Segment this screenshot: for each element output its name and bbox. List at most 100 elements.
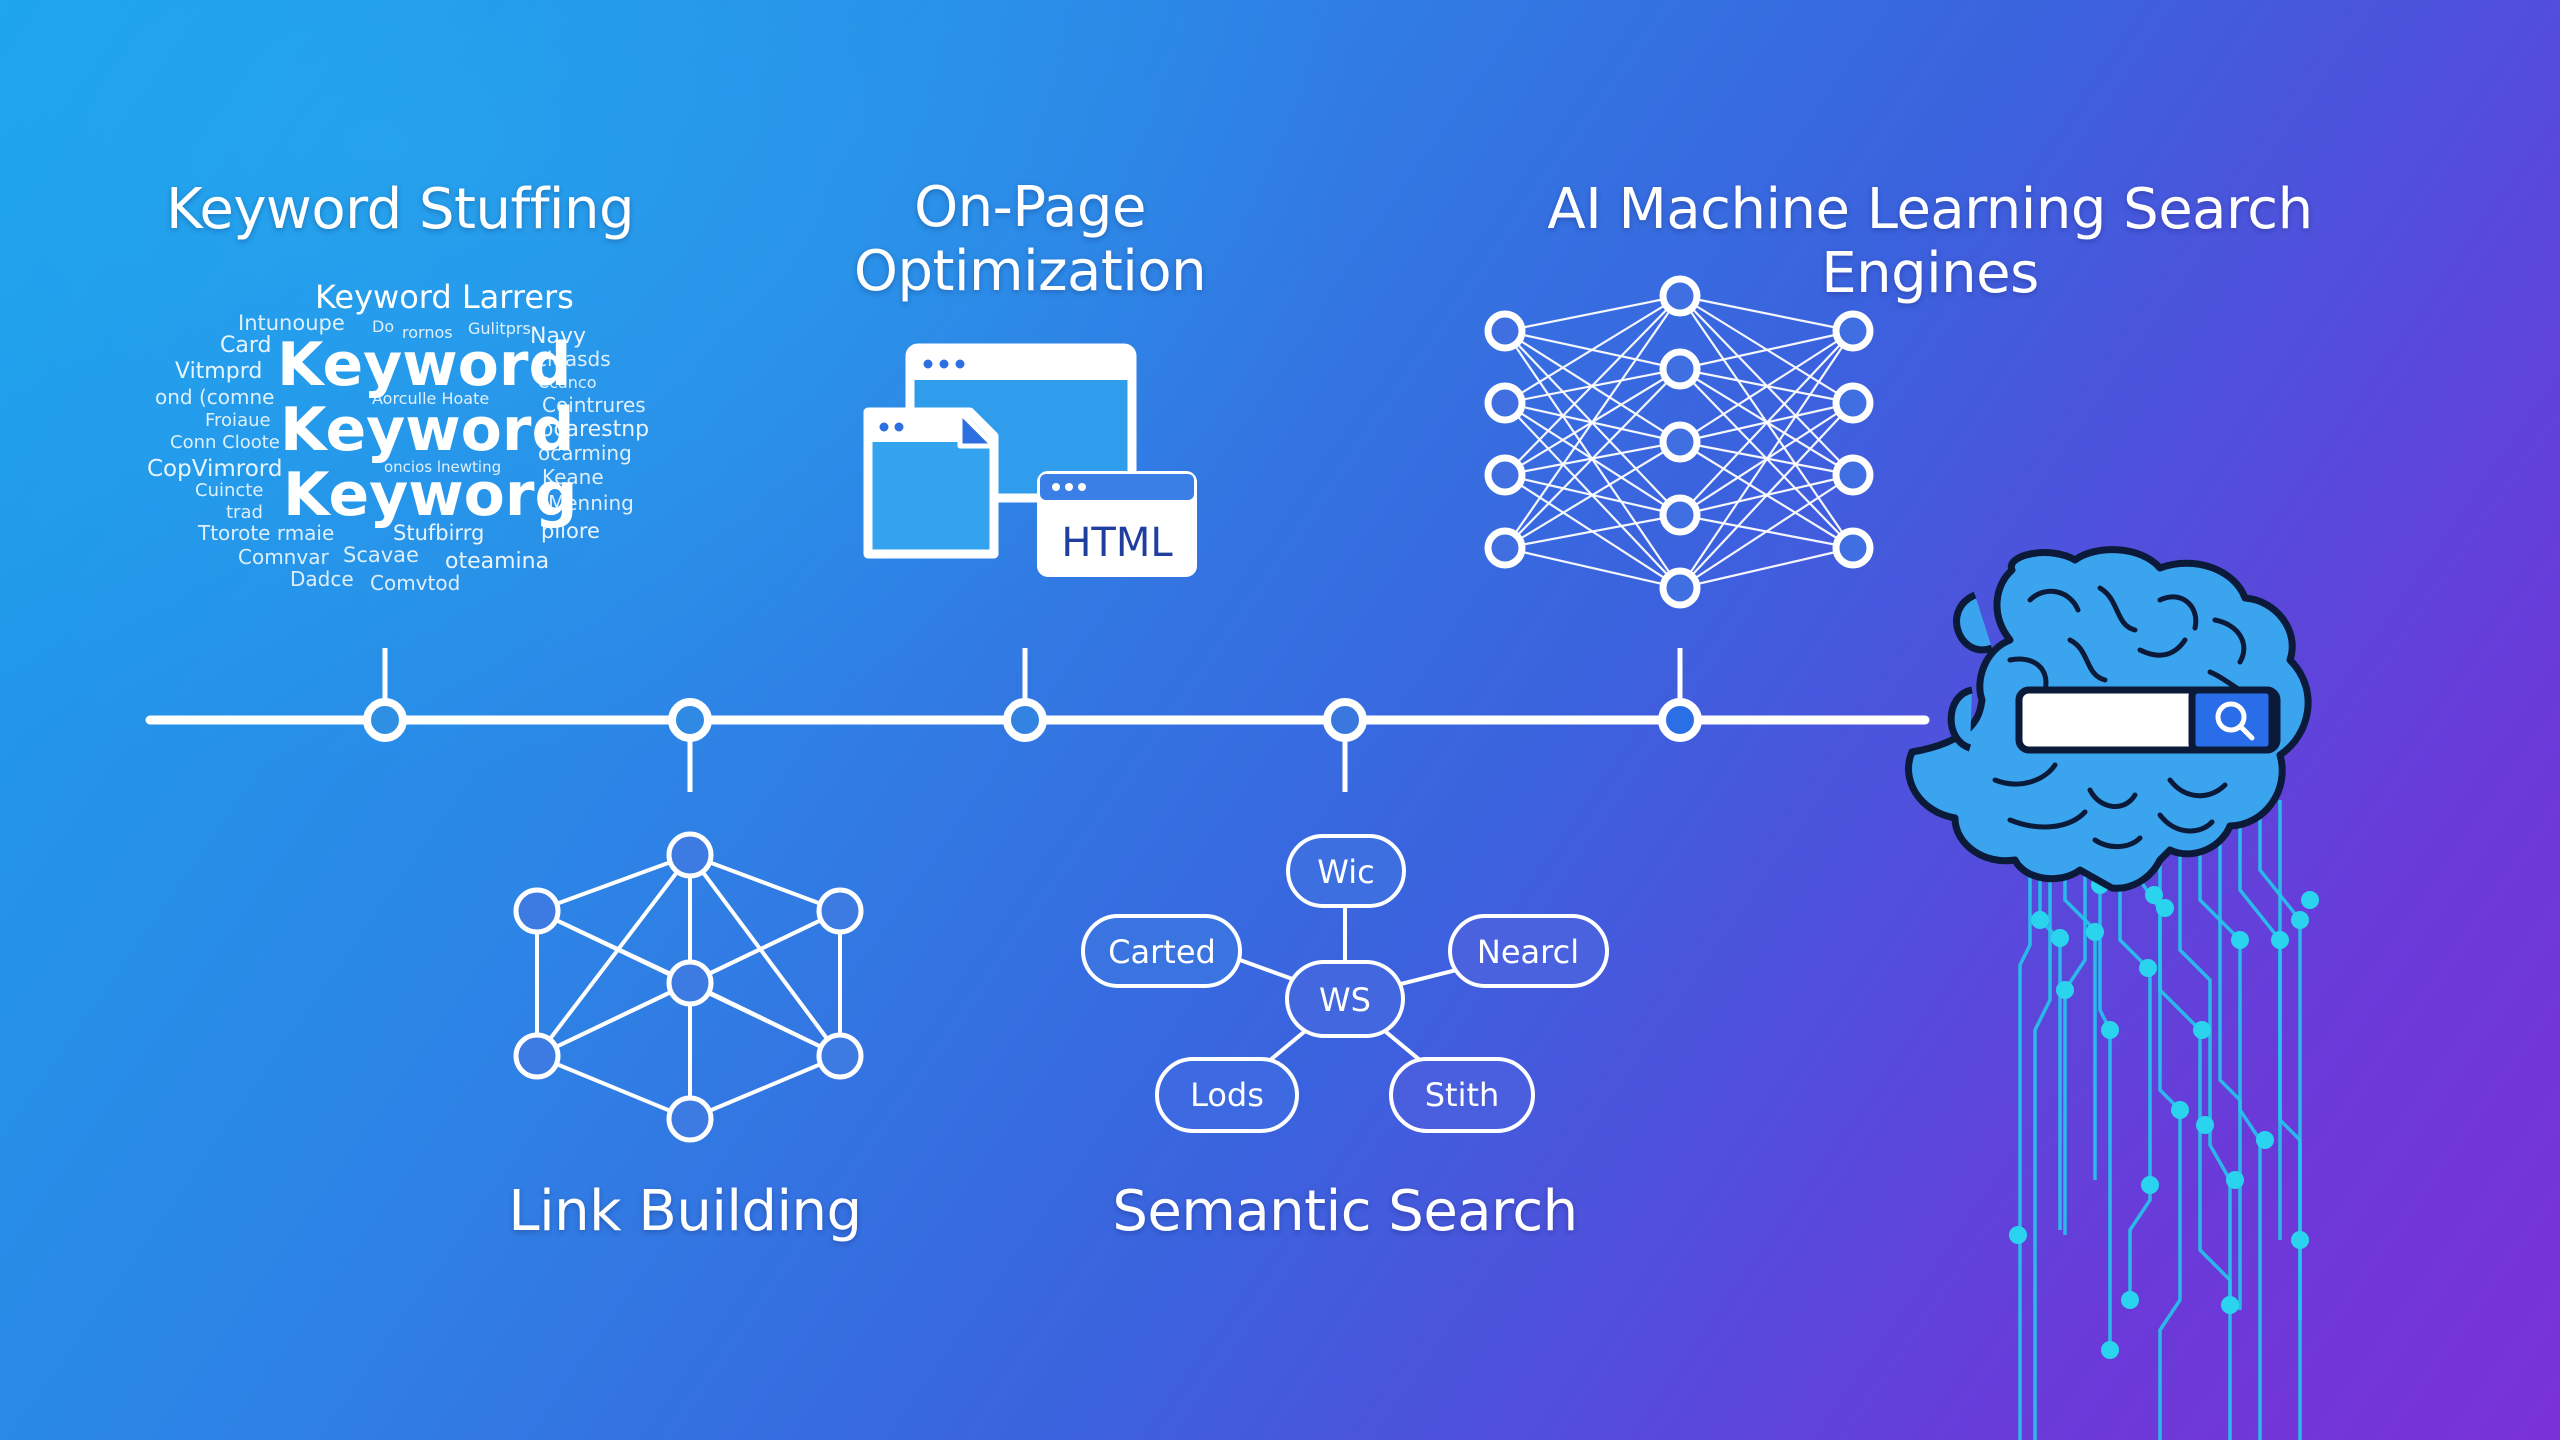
- circuit-node: [2256, 1131, 2274, 1149]
- circuit-node: [2051, 929, 2069, 947]
- circuit-node: [2086, 923, 2104, 941]
- nn-node: [1659, 567, 1701, 609]
- timeline-dot-semantic: [1323, 698, 1367, 742]
- timeline-dot-link: [668, 698, 712, 742]
- cloud-word: Ccanco: [538, 373, 597, 392]
- cloud-big-word: Keyworg: [283, 460, 577, 530]
- semantic-node-bottom-right: Stith: [1425, 1076, 1500, 1114]
- cloud-big-word: Keyword: [280, 395, 574, 465]
- cloud-word: Aorculle Hoate: [372, 389, 489, 408]
- graph-node: [513, 1032, 561, 1080]
- circuit-node: [2231, 931, 2249, 949]
- circuit-node: [2301, 891, 2319, 909]
- timeline-dot-ai: [1658, 698, 1702, 742]
- nn-node: [1659, 494, 1701, 536]
- cloud-word: Do: [372, 317, 394, 336]
- cloud-word: ocarestnp: [540, 417, 649, 442]
- label-keyword-stuffing: Keyword Stuffing: [166, 177, 635, 242]
- label-on-page: On-Page Optimization: [853, 175, 1207, 304]
- circuit-node: [2009, 1226, 2027, 1244]
- nn-node: [1832, 454, 1874, 496]
- cloud-word: Conn Cloote: [170, 432, 280, 453]
- semantic-node-left: Carted: [1108, 933, 1216, 971]
- cloud-word: Gulitprs: [468, 319, 531, 338]
- graph-node: [666, 1095, 714, 1143]
- cloud-word: Comvtod: [370, 571, 460, 595]
- word-cloud: Keyword Larrers Intunoupe Do rornos Guli…: [147, 278, 649, 595]
- nn-node: [1659, 275, 1701, 317]
- graph-node: [816, 1032, 864, 1080]
- graph-node: [666, 959, 714, 1007]
- nn-node: [1659, 421, 1701, 463]
- cloud-word: Intunoupe: [238, 311, 345, 335]
- semantic-node-bottom-left: Lods: [1190, 1076, 1264, 1114]
- semantic-graph-icon: Wic Carted Nearcl WS Lods Stith: [1081, 834, 1609, 1133]
- brain-search-icon: [1905, 546, 2312, 892]
- neural-network-icon: [1484, 275, 1874, 609]
- cloud-word: Card: [220, 333, 271, 358]
- circuit-node: [2056, 981, 2074, 999]
- cloud-word: Comnvar: [238, 545, 329, 569]
- cloud-word: cleasds: [536, 347, 611, 371]
- circuit-node: [2101, 1021, 2119, 1039]
- cloud-word: Ttorote rmaie: [197, 521, 334, 545]
- circuit-node: [2171, 1101, 2189, 1119]
- cloud-word: Froiaue: [205, 410, 271, 431]
- semantic-node-top: Wic: [1317, 853, 1374, 891]
- cloud-word: Cointrures: [542, 393, 646, 417]
- circuit-node: [2141, 1176, 2159, 1194]
- cloud-word: ocarming: [538, 441, 632, 465]
- cloud-big-word: Keyword: [277, 330, 571, 400]
- nn-node: [1484, 310, 1526, 352]
- circuit-node: [2226, 1171, 2244, 1189]
- cloud-word: Vitmprd: [175, 359, 262, 384]
- nn-node: [1659, 348, 1701, 390]
- circuit-node: [2193, 1021, 2211, 1039]
- cloud-word: rornos: [402, 323, 453, 342]
- label-link-building: Link Building: [508, 1179, 862, 1244]
- circuit-icon: [2009, 800, 2319, 1440]
- circuit-node: [2145, 886, 2163, 904]
- nn-node: [1484, 527, 1526, 569]
- cloud-word: ond (comne: [155, 385, 274, 409]
- browser-windows-icon: HTML: [863, 343, 1197, 577]
- cloud-word: Stufbirrg: [393, 521, 484, 545]
- cloud-word: Dadce: [290, 567, 354, 591]
- circuit-node: [2156, 899, 2174, 917]
- search-icon: [2215, 701, 2255, 741]
- circuit-node: [2031, 911, 2049, 929]
- cloud-word: Scavae: [343, 543, 419, 567]
- circuit-node: [2139, 959, 2157, 977]
- cloud-word: oteamina: [445, 549, 549, 574]
- nn-node: [1832, 310, 1874, 352]
- nn-node: [1484, 454, 1526, 496]
- timeline: [145, 648, 1930, 792]
- html-label: HTML: [1061, 520, 1173, 566]
- graph-node: [513, 887, 561, 935]
- cloud-word: Navy: [530, 324, 586, 349]
- nn-node: [1832, 527, 1874, 569]
- graph-node: [816, 887, 864, 935]
- network-graph-icon: [513, 831, 864, 1143]
- timeline-dot-keyword: [363, 698, 407, 742]
- circuit-node: [2291, 1231, 2309, 1249]
- cloud-word: oncios lnewting: [384, 458, 501, 476]
- cloud-word: Cuincte: [195, 480, 263, 501]
- cloud-word: pliore: [541, 519, 600, 543]
- timeline-dot-onpage: [1003, 698, 1047, 742]
- circuit-node: [2271, 931, 2289, 949]
- circuit-node: [2196, 1116, 2214, 1134]
- cloud-word: Menning: [548, 491, 634, 515]
- nn-node: [1832, 382, 1874, 424]
- semantic-node-right: Nearcl: [1477, 933, 1579, 971]
- label-semantic-search: Semantic Search: [1112, 1179, 1578, 1244]
- circuit-node: [2291, 911, 2309, 929]
- label-ai-search: AI Machine Learning Search Engines: [1547, 177, 2313, 306]
- cloud-word: CopVimrord: [147, 456, 282, 482]
- circuit-node: [2121, 1291, 2139, 1309]
- circuit-node: [2221, 1296, 2239, 1314]
- cloud-word: Keane: [542, 465, 604, 489]
- cloud-word: trad: [226, 502, 263, 523]
